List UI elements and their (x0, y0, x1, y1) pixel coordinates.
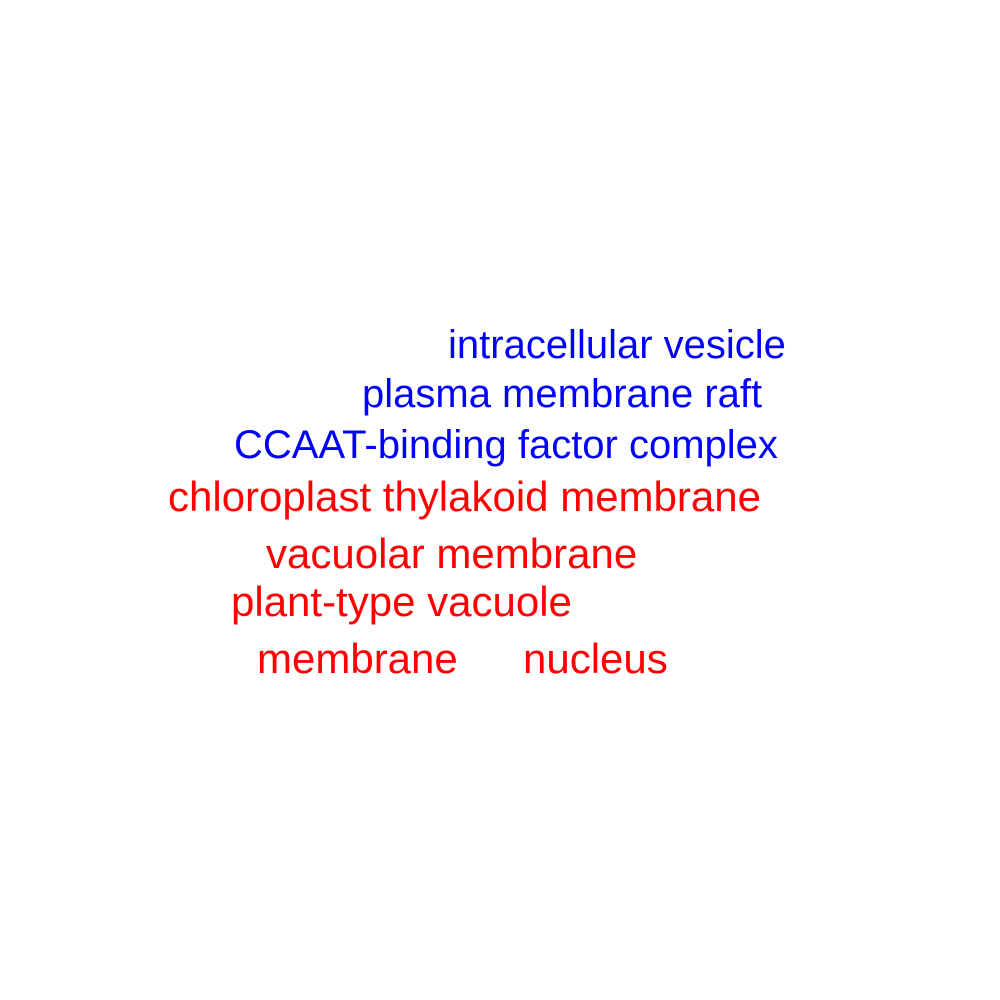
term-intracellular-vesicle: intracellular vesicle (448, 323, 786, 367)
term-chloroplast-thylakoid-membrane: chloroplast thylakoid membrane (168, 473, 761, 520)
term-plasma-membrane-raft: plasma membrane raft (362, 372, 763, 416)
term-ccaat-binding-factor-complex: CCAAT-binding factor complex (234, 423, 778, 467)
term-vacuolar-membrane: vacuolar membrane (266, 530, 638, 577)
term-nucleus: nucleus (523, 635, 668, 682)
term-membrane: membrane (257, 635, 458, 682)
term-plant-type-vacuole: plant-type vacuole (231, 578, 572, 625)
